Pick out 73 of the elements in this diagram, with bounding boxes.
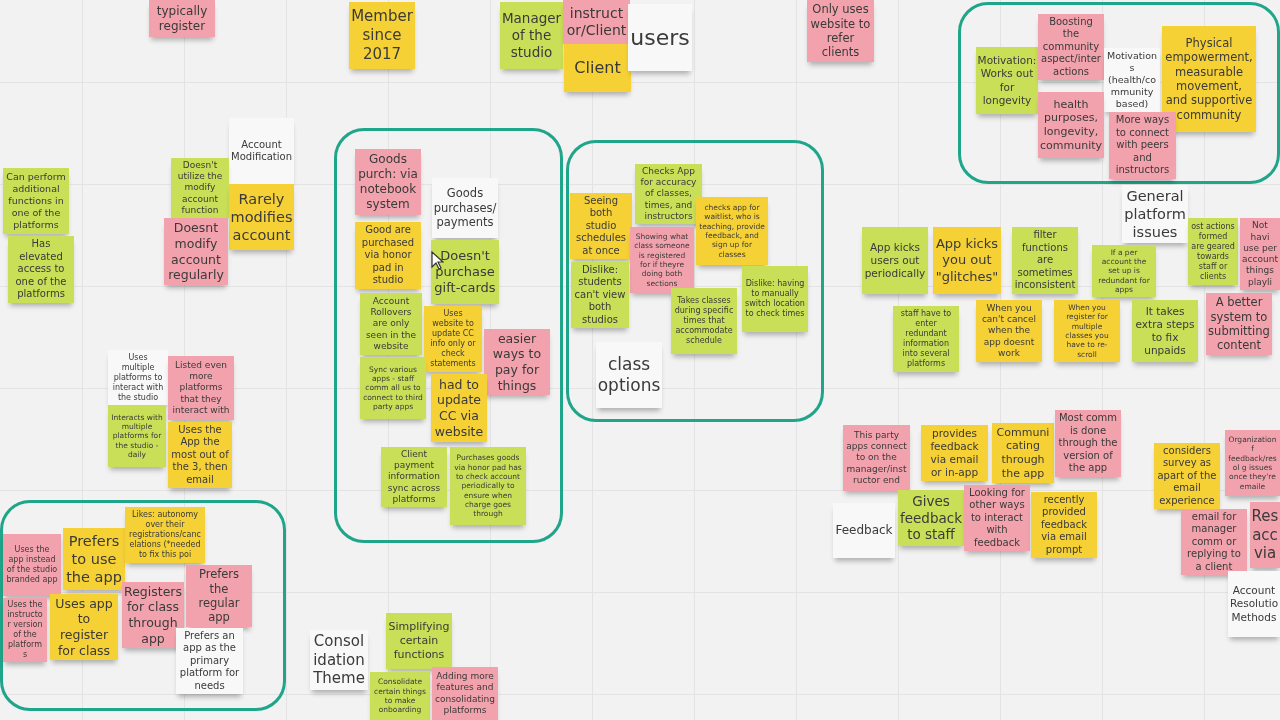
- sticky-note: filter functions are sometimes inconsistent: [1012, 227, 1078, 294]
- sticky-note: Uses website to update CC info only or check statements: [424, 306, 482, 372]
- sticky-note: Registers for class through app: [122, 582, 184, 648]
- sticky-note: users: [628, 4, 692, 71]
- sticky-note: Account Resolutio Methods: [1228, 571, 1280, 637]
- sticky-note: provides feedback via email or in-app: [921, 425, 988, 481]
- sticky-note: Boosting the community aspect/interactions: [1038, 14, 1104, 80]
- sticky-note: staff have to enter redundant information into several platforms: [893, 306, 959, 372]
- sticky-note: Can perform additional functions in one of the platforms: [3, 168, 69, 234]
- sticky-note: ost actions formed are geared towards staff or clients: [1188, 218, 1238, 285]
- sticky-note: Uses the app instead of the studio branded app: [3, 534, 61, 596]
- sticky-note: Motivation: Works out for longevity: [976, 47, 1038, 114]
- sticky-note: Gives feedback to staff: [898, 490, 964, 546]
- sticky-note: Account Modification: [229, 118, 294, 184]
- sticky-note: Dislike: having to manually switch location to check times: [742, 266, 808, 332]
- sticky-note: Member since 2017: [349, 2, 415, 69]
- sticky-note: Likes: autonomy over their registrations/cancelations (*needed to fix this poi: [125, 507, 205, 563]
- cluster-frame: [0, 500, 286, 711]
- sticky-note: considers survey as apart of the email experience: [1154, 443, 1220, 509]
- sticky-note: Feedback: [833, 503, 895, 558]
- sticky-note: Rarely modifies account: [229, 184, 294, 250]
- sticky-note: typically register: [149, 0, 215, 37]
- sticky-note: had to update CC via website: [431, 374, 487, 442]
- sticky-note: Communicating through the app: [992, 423, 1054, 483]
- cluster-frame: [334, 128, 563, 543]
- sticky-note: When you can't cancel when the app doesnt work: [976, 300, 1042, 362]
- sticky-note: Looking for other ways to interact with feedback: [964, 485, 1030, 551]
- sticky-note: Doesn't purchase gift-cards: [431, 240, 499, 304]
- sticky-note: Prefers the regular app: [186, 565, 252, 627]
- sticky-note: Listed even more platforms that they interact with: [168, 356, 234, 420]
- sticky-note: class options: [596, 342, 662, 408]
- sticky-note: Goods purch: via notebook system: [355, 149, 421, 215]
- sticky-note: This party apps connect to on the manager/instructor end: [843, 425, 910, 491]
- sticky-note: Prefers to use the app: [63, 528, 125, 590]
- sticky-note: Seeing both studio schedules at once: [570, 193, 632, 259]
- sticky-note: General platform issues: [1122, 185, 1188, 243]
- sticky-note: Motivations (health/community based): [1104, 48, 1160, 112]
- sticky-note: Doesn't utilize the modify account function: [171, 158, 229, 218]
- sticky-note: Goods purchases/ payments: [432, 178, 498, 238]
- sticky-note: Uses the instructor version of the platforms: [3, 598, 47, 662]
- sticky-note: Takes classes during specific times that accommodate schedule: [671, 288, 737, 354]
- sticky-note: Uses the App the most out of the 3, then email: [168, 422, 232, 488]
- sticky-note: Manager of the studio: [500, 2, 563, 69]
- sticky-note: Doesnt modify account regularly: [164, 218, 228, 285]
- sticky-note: App kicks users out periodically: [862, 227, 928, 294]
- sticky-note: recently provided feedback via email prompt: [1031, 492, 1097, 558]
- sticky-note: Account Rollovers are only seen in the website: [360, 293, 422, 355]
- sticky-note: Consolidation Theme: [310, 630, 368, 690]
- sticky-note: More ways to connect with peers and instructors: [1109, 112, 1176, 179]
- sticky-note: Checks App for accuracy of classes, times, and instructors: [635, 164, 702, 224]
- sticky-note: Most comm is done through the version of the app: [1055, 410, 1121, 477]
- sticky-note: Uses app to register for class: [50, 594, 118, 660]
- sticky-note: Res acc via: [1250, 502, 1280, 568]
- sticky-note: Simplifying certain functions: [386, 613, 452, 669]
- sticky-note: It takes extra steps to fix unpaids: [1132, 300, 1198, 362]
- sticky-note: Adding more features and consolidating platforms: [432, 667, 498, 720]
- sticky-note: health purposes, longevity, community: [1038, 92, 1104, 158]
- sticky-note: Good are purchased via honor pad in studio: [355, 222, 421, 289]
- sticky-note: email for manager comm or replying to a client: [1181, 509, 1247, 575]
- sticky-note: Dislike: students can't view both studios: [571, 262, 629, 328]
- sticky-note: Uses multiple platforms to interact with the studio: [108, 350, 168, 405]
- sticky-note: easier ways to pay for things: [484, 329, 550, 395]
- sticky-note: Not havi use per account things playli: [1240, 218, 1280, 290]
- sticky-note: Prefers an app as the primary platform for needs: [176, 628, 243, 694]
- sticky-note: Has elevated access to one of the platforms: [8, 236, 74, 303]
- cluster-frame: [958, 2, 1280, 184]
- sticky-note: Client payment information sync across platforms: [381, 447, 447, 507]
- sticky-note: App kicks you out "glitches": [933, 227, 1001, 294]
- sticky-note: Only uses website to refer clients: [807, 0, 874, 62]
- sticky-note: A better system to submitting content: [1206, 293, 1272, 355]
- sticky-note: Client: [564, 44, 631, 92]
- cluster-frame: [566, 140, 824, 422]
- sticky-note: instruct or/Client: [563, 0, 630, 44]
